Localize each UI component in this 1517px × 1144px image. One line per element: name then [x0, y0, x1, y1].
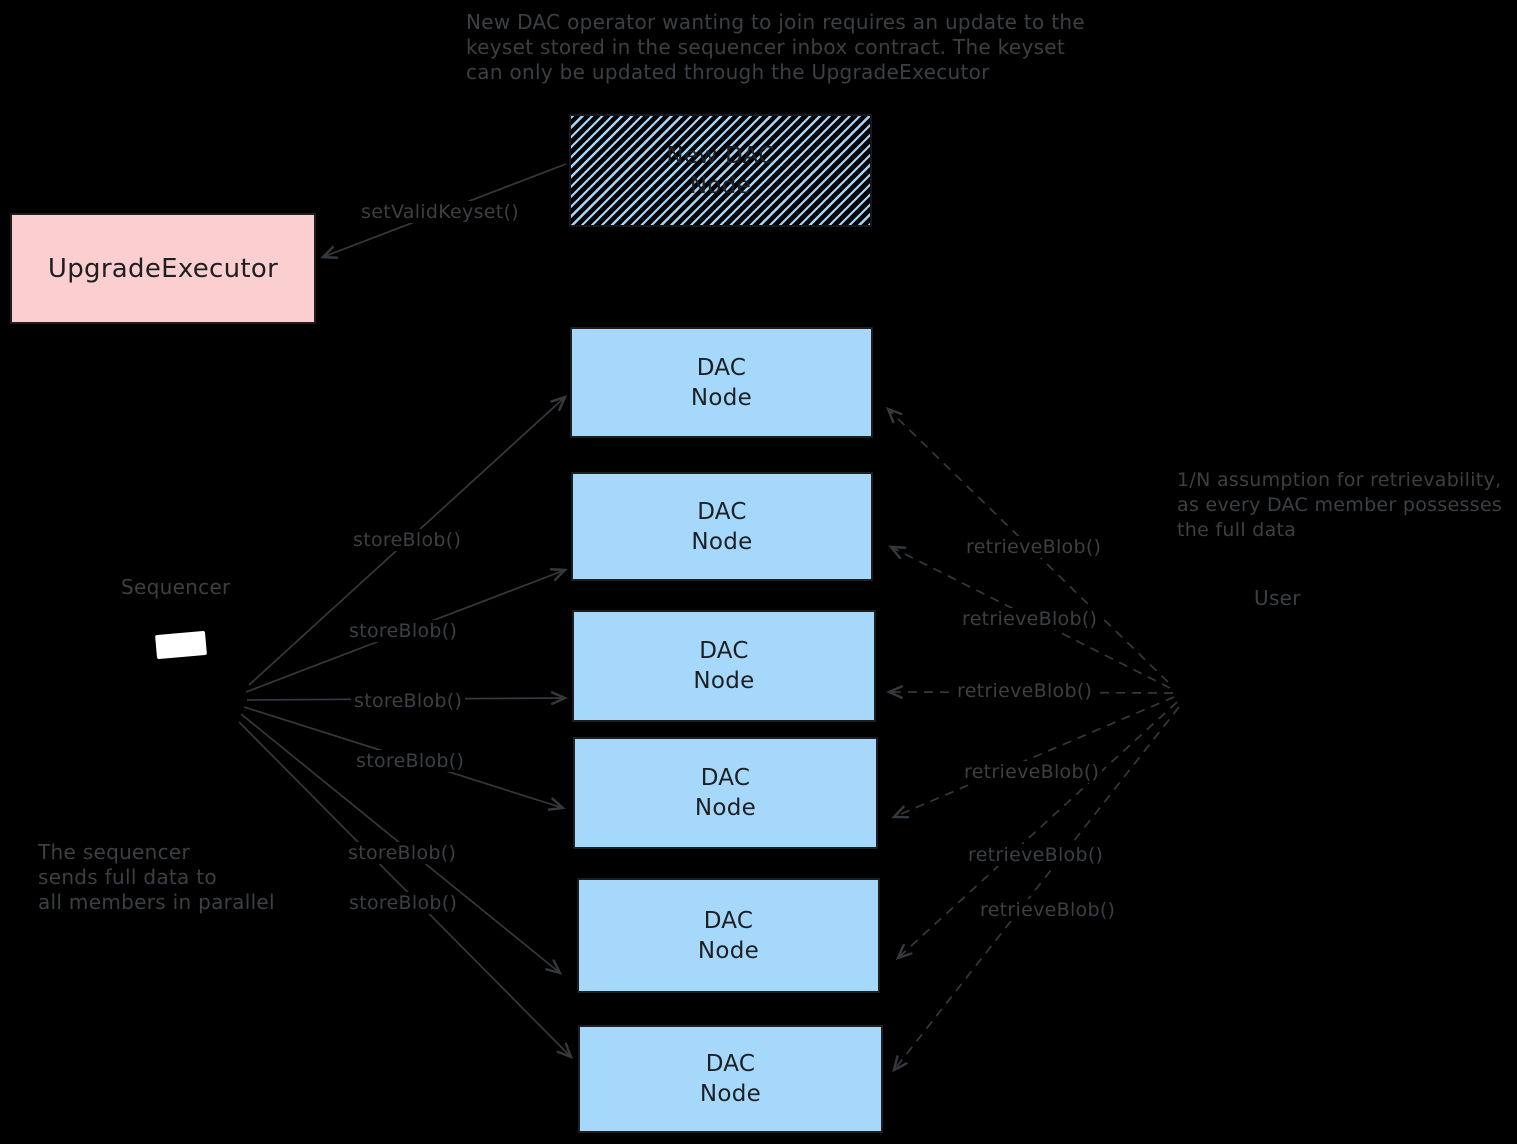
retrieve-blob-arrow-4 — [894, 696, 1175, 817]
store-blob-label-5: storeBlob() — [345, 842, 460, 864]
dac-node-label-line2: Node — [691, 528, 753, 555]
new-dac-node-label-line2: Node — [689, 172, 752, 199]
retrieve-blob-label-1: retrieveBlob() — [963, 536, 1105, 558]
user-label: User — [1254, 586, 1301, 610]
sequencer-parallel-note-line: sends full data to — [38, 865, 217, 889]
retrievability-note-line: as every DAC member possesses — [1177, 494, 1503, 516]
dac-node-box-6: DAC Node — [578, 1025, 883, 1133]
dac-node-label-line2: Node — [693, 668, 755, 694]
dac-node-label-line2: Node — [690, 384, 753, 411]
top-note: New DAC operator wanting to join require… — [466, 10, 1085, 85]
store-blob-label-4: storeBlob() — [353, 750, 468, 772]
dac-node-label-line1: DAC — [705, 1051, 756, 1077]
top-note-line: can only be updated through the UpgradeE… — [466, 60, 990, 84]
dac-node-box-4: DAC Node — [573, 737, 878, 849]
sequencer-parallel-note-line: The sequencer — [38, 840, 191, 864]
retrieve-blob-arrow-6 — [894, 706, 1180, 1070]
retrieve-blob-arrow-2 — [891, 547, 1171, 689]
dac-node-box-2: DAC Node — [571, 472, 873, 581]
retrieve-blob-label-4: retrieveBlob() — [961, 761, 1103, 783]
retrieve-blob-label-5: retrieveBlob() — [965, 844, 1107, 866]
dac-node-label-line1: DAC — [703, 907, 754, 934]
store-blob-label-2: storeBlob() — [346, 620, 461, 642]
retrieve-blob-label-3: retrieveBlob() — [954, 680, 1096, 702]
retrieve-blob-label-2: retrieveBlob() — [959, 608, 1101, 630]
store-blob-label-3: storeBlob() — [351, 690, 466, 712]
store-blob-arrow-6 — [238, 721, 571, 1057]
dac-node-label-line2: Node — [694, 795, 757, 821]
dac-node-label-line1: DAC — [699, 638, 749, 664]
sequencer-parallel-note: The sequencer sends full data to all mem… — [38, 840, 275, 915]
top-note-line: keyset stored in the sequencer inbox con… — [466, 35, 1066, 59]
store-blob-label-6: storeBlob() — [346, 892, 461, 914]
dac-node-box-3: DAC Node — [572, 610, 876, 722]
sequencer-parallel-note-line: all members in parallel — [38, 890, 275, 914]
dac-node-label-line2: Node — [699, 1081, 762, 1107]
new-dac-node-box: New DAC Node — [569, 114, 872, 227]
dac-node-label-line2: Node — [697, 937, 760, 964]
dac-node-label-line1: DAC — [697, 498, 747, 525]
set-valid-keyset-label: setValidKeyset() — [358, 201, 522, 223]
top-note-line: New DAC operator wanting to join require… — [466, 10, 1085, 34]
retrievability-note-line: the full data — [1177, 519, 1297, 541]
dac-node-box-1: DAC Node — [570, 327, 873, 438]
retrievability-note: 1/N assumption for retrievability, as ev… — [1177, 468, 1502, 543]
dac-node-label-line1: DAC — [696, 354, 747, 381]
dac-node-box-5: DAC Node — [577, 878, 880, 993]
upgrade-executor-box: UpgradeExecutor — [10, 213, 316, 324]
upgrade-executor-label: UpgradeExecutor — [47, 253, 279, 284]
retrievability-note-line: 1/N assumption for retrievability, — [1177, 469, 1502, 491]
dac-node-label-line1: DAC — [700, 765, 751, 791]
sequencer-mark — [155, 630, 207, 660]
retrieve-blob-label-6: retrieveBlob() — [977, 899, 1119, 921]
store-blob-label-1: storeBlob() — [350, 529, 465, 551]
new-dac-node-label-line1: New DAC — [666, 142, 775, 169]
sequencer-label: Sequencer — [121, 575, 231, 599]
